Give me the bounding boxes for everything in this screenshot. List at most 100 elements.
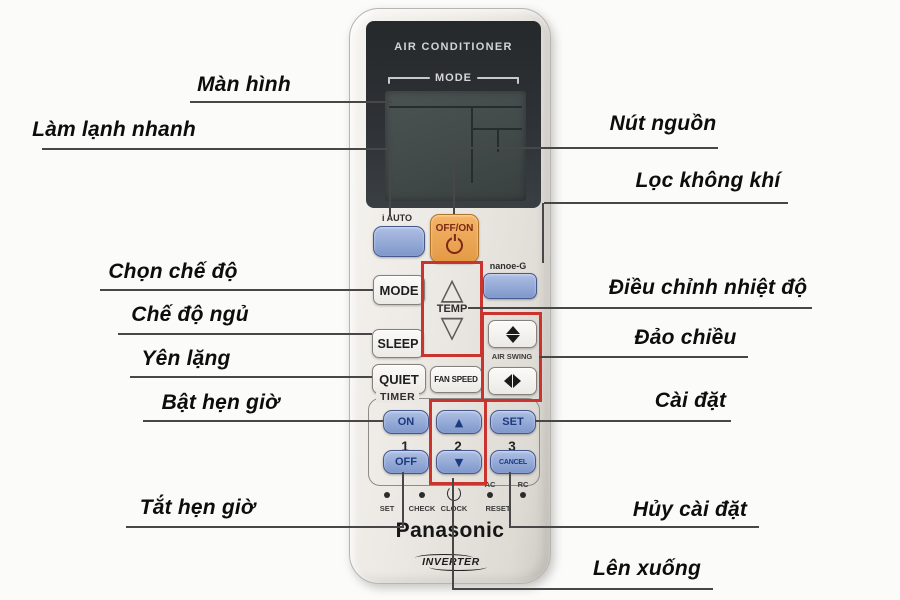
nanoe-g-label: nanoe-G [489,261,527,271]
annotation-nut-nguon: Nút nguồn [609,112,717,135]
air-swing-vertical-icon [505,334,520,343]
set-indicator-dot[interactable] [384,492,390,498]
connector-lam-lanh-nhanh-h [42,148,390,150]
temp-up-icon[interactable]: △ [440,272,464,307]
timer-number-3: 3 [508,439,516,454]
highlight-air-swing-box [481,312,542,402]
highlight-temp-box [421,261,483,357]
timer-cancel-button[interactable]: CANCEL [490,450,536,474]
ac-caption: AC [484,480,496,489]
connector-len-xuong-v [452,478,454,590]
nanoe-g-button[interactable] [483,273,537,299]
annotation-bat-hen-gio: Bật hẹn giờ [161,391,280,414]
timer-set-label: SET [502,416,524,428]
connector-bat-hen-gio [143,420,383,422]
reset-caption: RESET [485,504,511,513]
fan-speed-button-label: FAN SPEED [434,375,478,384]
clock-caption: CLOCK [436,504,472,513]
annotation-cai-dat: Cài đặt [654,389,727,412]
power-button-label: OFF/ON [435,223,474,234]
fan-speed-button[interactable]: FAN SPEED [430,366,482,393]
timer-number-2: 2 [454,439,462,454]
timer-label: TIMER [376,391,420,403]
connector-che-do-ngu [118,333,372,335]
i-auto-button[interactable] [373,226,425,257]
check-indicator-dot[interactable] [419,492,425,498]
air-swing-vertical-icon [505,325,520,334]
timer-up-button[interactable]: ▲ [436,410,482,434]
connector-huy-cai-dat-h [509,526,759,528]
mode-bracket: MODE [388,72,519,84]
power-button[interactable]: OFF/ON [430,214,479,263]
mode-header-label: MODE [435,72,472,84]
mode-button[interactable]: MODE [373,275,425,305]
i-auto-label: i AUTO [381,213,412,223]
air-conditioner-title: AIR CONDITIONER [394,41,513,53]
connector-yen-lang [130,376,372,378]
air-swing-horizontal-icon [513,374,521,388]
air-swing-updown-button[interactable] [488,320,537,348]
connector-dieu-chinh-nhiet-do [468,307,812,309]
inverter-logo-text: INVERTER [422,556,480,568]
timer-on-button[interactable]: ON [383,410,429,434]
timer-up-icon: ▲ [454,415,464,429]
rc-indicator-dot[interactable] [520,492,526,498]
connector-chon-che-do [100,289,373,291]
lcd-segment-line [471,128,522,130]
annotation-lam-lanh-nhanh: Làm lạnh nhanh [32,118,196,141]
inverter-logo: INVERTER [413,554,489,571]
annotation-man-hinh: Màn hình [197,73,291,96]
annotation-len-xuong: Lên xuống [593,557,701,580]
connector-cai-dat [535,420,731,422]
annotation-yen-lang: Yên lặng [141,347,231,370]
timer-on-label: ON [397,416,415,428]
check-caption: CHECK [408,504,436,513]
air-swing-horizontal-icon [504,374,512,388]
timer-off-button[interactable]: OFF [383,450,429,474]
inverter-logo-arc [415,554,473,562]
inverter-logo-arc [429,563,487,571]
connector-tat-hen-gio-h [126,526,404,528]
set-caption: SET [379,504,395,513]
timer-down-icon: ▼ [454,455,464,469]
connector-nut-nguon-v [453,148,455,214]
connector-loc-khong-khi-v [542,203,544,263]
ac-reset-indicator-dot[interactable] [487,492,493,498]
temp-down-icon[interactable]: ▽ [440,310,464,345]
quiet-button[interactable]: QUIET [372,364,426,394]
temp-label: TEMP [436,303,468,315]
sleep-button-label: SLEEP [377,336,419,351]
annotation-dieu-chinh-nhiet-do: Điều chỉnh nhiệt độ [608,276,808,299]
annotation-loc-khong-khi: Lọc không khí [635,169,781,192]
lcd-segment-line [471,106,473,183]
annotation-huy-cai-dat: Hủy cài đặt [632,498,748,521]
annotation-chon-che-do: Chọn chế độ [108,260,238,283]
timer-off-label: OFF [395,456,417,468]
timer-down-button[interactable]: ▼ [436,450,482,474]
mode-bracket-line-left [388,77,430,84]
remote-control-body: AIR CONDITIONER MODE i AUTO OFF/ON MODE … [349,8,551,584]
lcd-display [385,91,526,201]
clock-icon[interactable] [447,486,461,501]
sleep-button[interactable]: SLEEP [372,329,424,358]
highlight-timer-updown-box [429,399,487,485]
connector-dao-chieu [539,356,748,358]
air-swing-leftright-button[interactable] [488,367,537,395]
connector-loc-khong-khi-h [544,202,788,204]
lcd-segment-line [497,128,499,152]
connector-lam-lanh-nhanh-v [389,149,391,215]
connector-man-hinh [190,101,392,103]
lcd-segment-line [389,106,522,108]
rc-caption: RC [517,480,529,489]
timer-cancel-label: CANCEL [499,458,527,466]
connector-huy-cai-dat-v [509,472,511,528]
connector-nut-nguon-h [455,147,718,149]
timer-group-frame [368,398,540,486]
quiet-button-label: QUIET [379,371,419,387]
air-swing-label: AIR SWING [491,352,533,361]
timer-set-button[interactable]: SET [490,410,536,434]
mode-bracket-line-right [477,77,519,84]
annotation-che-do-ngu: Chế độ ngủ [131,303,249,326]
panasonic-brand: Panasonic [395,519,505,542]
annotation-dao-chieu: Đảo chiều [634,326,737,349]
